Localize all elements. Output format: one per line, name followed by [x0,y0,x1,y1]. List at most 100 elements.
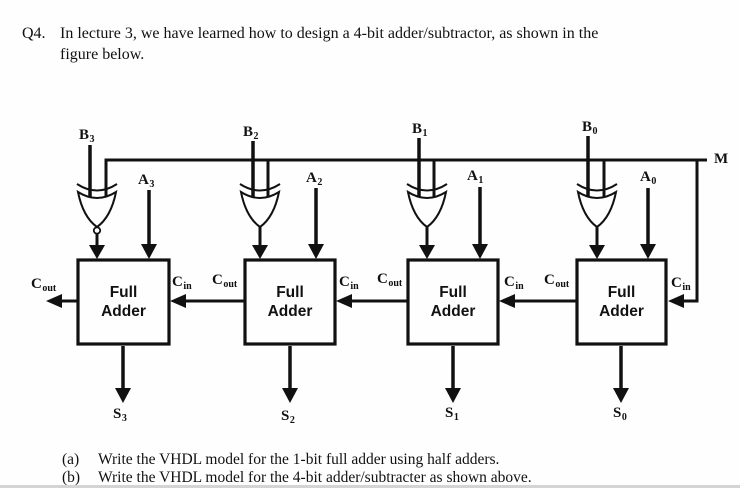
label-b2-base: B [243,124,254,140]
label-s0-sub: 0 [621,412,627,423]
label-m-text: M [714,151,729,167]
sum-arrowhead-bit1 [445,388,461,403]
xor-output-arrowhead-bit1 [419,245,435,259]
label-b1-base: B [412,121,423,137]
cin-sub: in [350,281,359,292]
cout-base: C [212,272,223,288]
label-a2-sub: 2 [317,177,323,188]
full-adder-word2: Adder [599,303,644,320]
label-s2-sub: 2 [289,415,295,426]
b-input-lines [88,136,590,197]
label-cin-bit0: Cin [671,275,691,294]
scan-edge-artifact [0,485,740,488]
label-s1-base: S [445,405,454,421]
carry-arrowhead-bit1 [499,294,515,308]
cin-base: C [671,275,682,291]
m-feedback-line [684,161,699,303]
xor-input-curve-bit3 [76,183,118,192]
label-cout-bit1: Cout [377,271,403,290]
sum-output-arrows [115,346,629,403]
full-adder-word1: Full [607,284,636,301]
label-a3: A3 [138,173,154,191]
sum-arrowhead-bit0 [613,388,629,403]
cout-base: C [377,271,388,287]
full-adder-word2: Adder [101,303,146,320]
xor-gates [76,183,618,235]
part-b-label: (b) [62,469,81,486]
a-input-arrows [141,187,656,259]
label-a2: A2 [306,170,323,189]
carry-arrowhead-bit2 [336,294,352,308]
part-a-text: Write the VHDL model for the 1-bit full … [98,451,500,468]
label-s3-sub: 3 [121,413,127,424]
carry-arrowhead-bit3 [170,294,186,308]
label-s2: S2 [281,408,295,427]
full-adder-word2: Adder [430,303,476,320]
xor-output-arrowhead-bit2 [252,245,268,259]
full-adder-word1: Full [109,284,138,301]
final-cout-arrowhead [46,294,62,308]
label-cout-final: Cout [31,277,57,295]
label-cin-bit1: Cin [504,275,524,293]
xor-output-arrows [89,227,605,259]
label-a1: A1 [467,168,484,187]
label-a2-base: A [306,170,317,186]
sum-arrowhead-bit3 [115,388,131,403]
label-b2: B2 [243,124,259,143]
xor-body-bit0 [576,189,618,229]
label-a1-sub: 1 [478,175,484,186]
label-a0: A0 [640,169,657,188]
question-text-line2: figure below. [60,46,145,63]
label-b2-sub: 2 [253,131,259,142]
label-a0-base: A [640,169,651,185]
xor-input-curve-bit0 [576,183,618,192]
label-cout-bit0: Cout [544,272,570,291]
label-s0: S0 [613,405,627,424]
label-s0-base: S [613,405,622,421]
label-b0-sub: 0 [592,126,598,137]
m-feedback-arrowhead [668,294,684,308]
cout-sub: out [388,278,403,289]
cout-sub: out [42,283,57,294]
xor-output-bubble-bit3 [92,226,102,235]
label-b3-sub: 3 [89,134,95,145]
label-a1-base: A [467,168,478,184]
cout-base: C [544,272,555,288]
part-b-text: Write the VHDL model for the 4-bit adder… [98,469,532,486]
label-b1-sub: 1 [422,128,428,139]
label-b3-base: B [79,127,90,143]
a3-arrowhead [141,244,157,259]
carry-chain [46,294,577,308]
part-a-label: (a) [62,451,80,468]
label-cin-bit2: Cin [339,275,359,293]
cin-sub: in [183,281,192,292]
label-cout-bit2: Cout [212,272,237,291]
xor-input-curve-bit1 [406,183,448,192]
label-s2-base: S [281,408,290,424]
cin-sub: in [682,282,691,293]
m-bus [104,158,707,308]
label-b1: B1 [412,121,428,140]
m-bus-line [104,158,707,197]
xor-body-bit2 [239,189,281,229]
full-adder-word1: Full [276,284,304,301]
xor-body-bit3 [76,189,118,229]
label-a0-sub: 0 [651,176,657,187]
label-cin-bit3: Cin [172,275,192,293]
xor-output-arrowhead-bit3 [89,245,105,259]
label-s1: S1 [445,405,459,424]
full-adder-word2: Adder [267,303,313,320]
label-m: M [714,152,728,167]
label-b0-base: B [582,119,593,135]
a1-arrowhead [472,244,488,259]
cout-sub: out [555,279,570,290]
label-s3: S3 [113,407,127,425]
label-b0: B0 [582,119,598,138]
xor-output-arrowhead-bit0 [589,245,605,259]
